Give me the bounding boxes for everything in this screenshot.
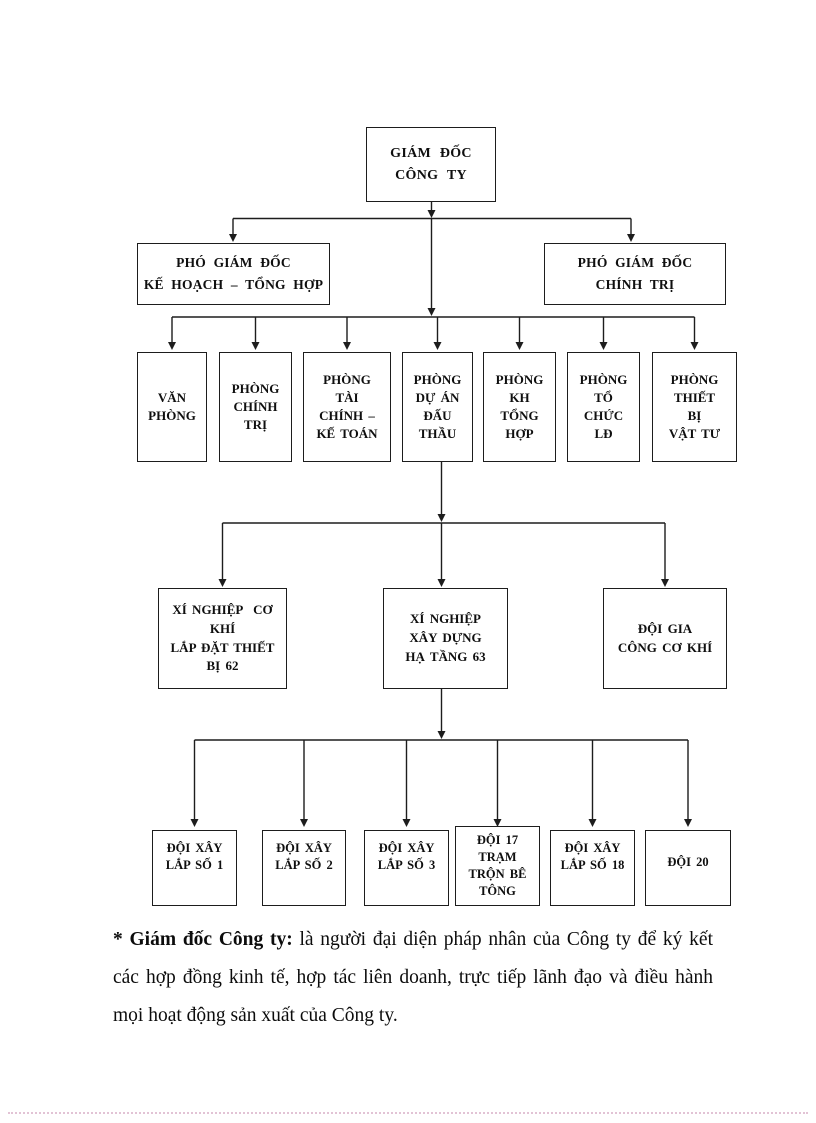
org-box-dept-thiet-bi-vat-tu: PHÒNG THIẾT BỊ VẬT TƯ [652, 352, 737, 462]
org-box-unit-doi-gia-cong-co-khi: ĐỘI GIA CÔNG CƠ KHÍ [603, 588, 727, 689]
org-box-director: GIÁM ĐỐC CÔNG TY [366, 127, 496, 202]
org-box-dept-chinh-tri: PHÒNG CHÍNH TRỊ [219, 352, 292, 462]
footnote: * Giám đốc Công ty: là người đại diện ph… [113, 921, 713, 1035]
org-box-team-doi-17-tram-tron-be-tong: ĐỘI 17 TRẠM TRỘN BÊ TÔNG [455, 826, 540, 906]
org-box-dept-kh-tong-hop: PHÒNG KH TỔNG HỢP [483, 352, 556, 462]
org-box-dept-du-an-dau-thau: PHÒNG DỰ ÁN ĐẤU THẦU [402, 352, 473, 462]
connector-lines [171, 202, 696, 820]
org-box-deputy-politics: PHÓ GIÁM ĐỐC CHÍNH TRỊ [544, 243, 726, 305]
org-box-team-doi-xay-lap-2: ĐỘI XÂY LẮP SỐ 2 [262, 830, 346, 906]
org-box-unit-xi-nghiep-xay-dung-63: XÍ NGHIỆP XÂY DỰNG HẠ TẦNG 63 [383, 588, 508, 689]
org-box-team-doi-xay-lap-3: ĐỘI XÂY LẮP SỐ 3 [364, 830, 449, 906]
org-box-unit-xi-nghiep-co-khi-62: XÍ NGHIỆP CƠ KHÍ LẮP ĐẶT THIẾT BỊ 62 [158, 588, 287, 689]
dotted-page-divider [8, 1112, 808, 1114]
org-box-deputy-planning: PHÓ GIÁM ĐỐC KẾ HOẠCH – TỔNG HỢP [137, 243, 330, 305]
footnote-lead: * Giám đốc Công ty: [113, 929, 293, 950]
org-box-team-doi-xay-lap-18: ĐỘI XÂY LẮP SỐ 18 [550, 830, 635, 906]
org-box-dept-van-phong: VĂN PHÒNG [137, 352, 207, 462]
org-box-dept-to-chuc-ld: PHÒNG TỔ CHỨC LĐ [567, 352, 640, 462]
footnote-body: là người đại diện pháp nhân của Công ty … [113, 929, 713, 1026]
org-box-dept-tai-chinh-ke-toan: PHÒNG TÀI CHÍNH – KẾ TOÁN [303, 352, 391, 462]
org-box-team-doi-xay-lap-1: ĐỘI XÂY LẮP SỐ 1 [152, 830, 237, 906]
org-box-team-doi-20: ĐỘI 20 [645, 830, 731, 906]
